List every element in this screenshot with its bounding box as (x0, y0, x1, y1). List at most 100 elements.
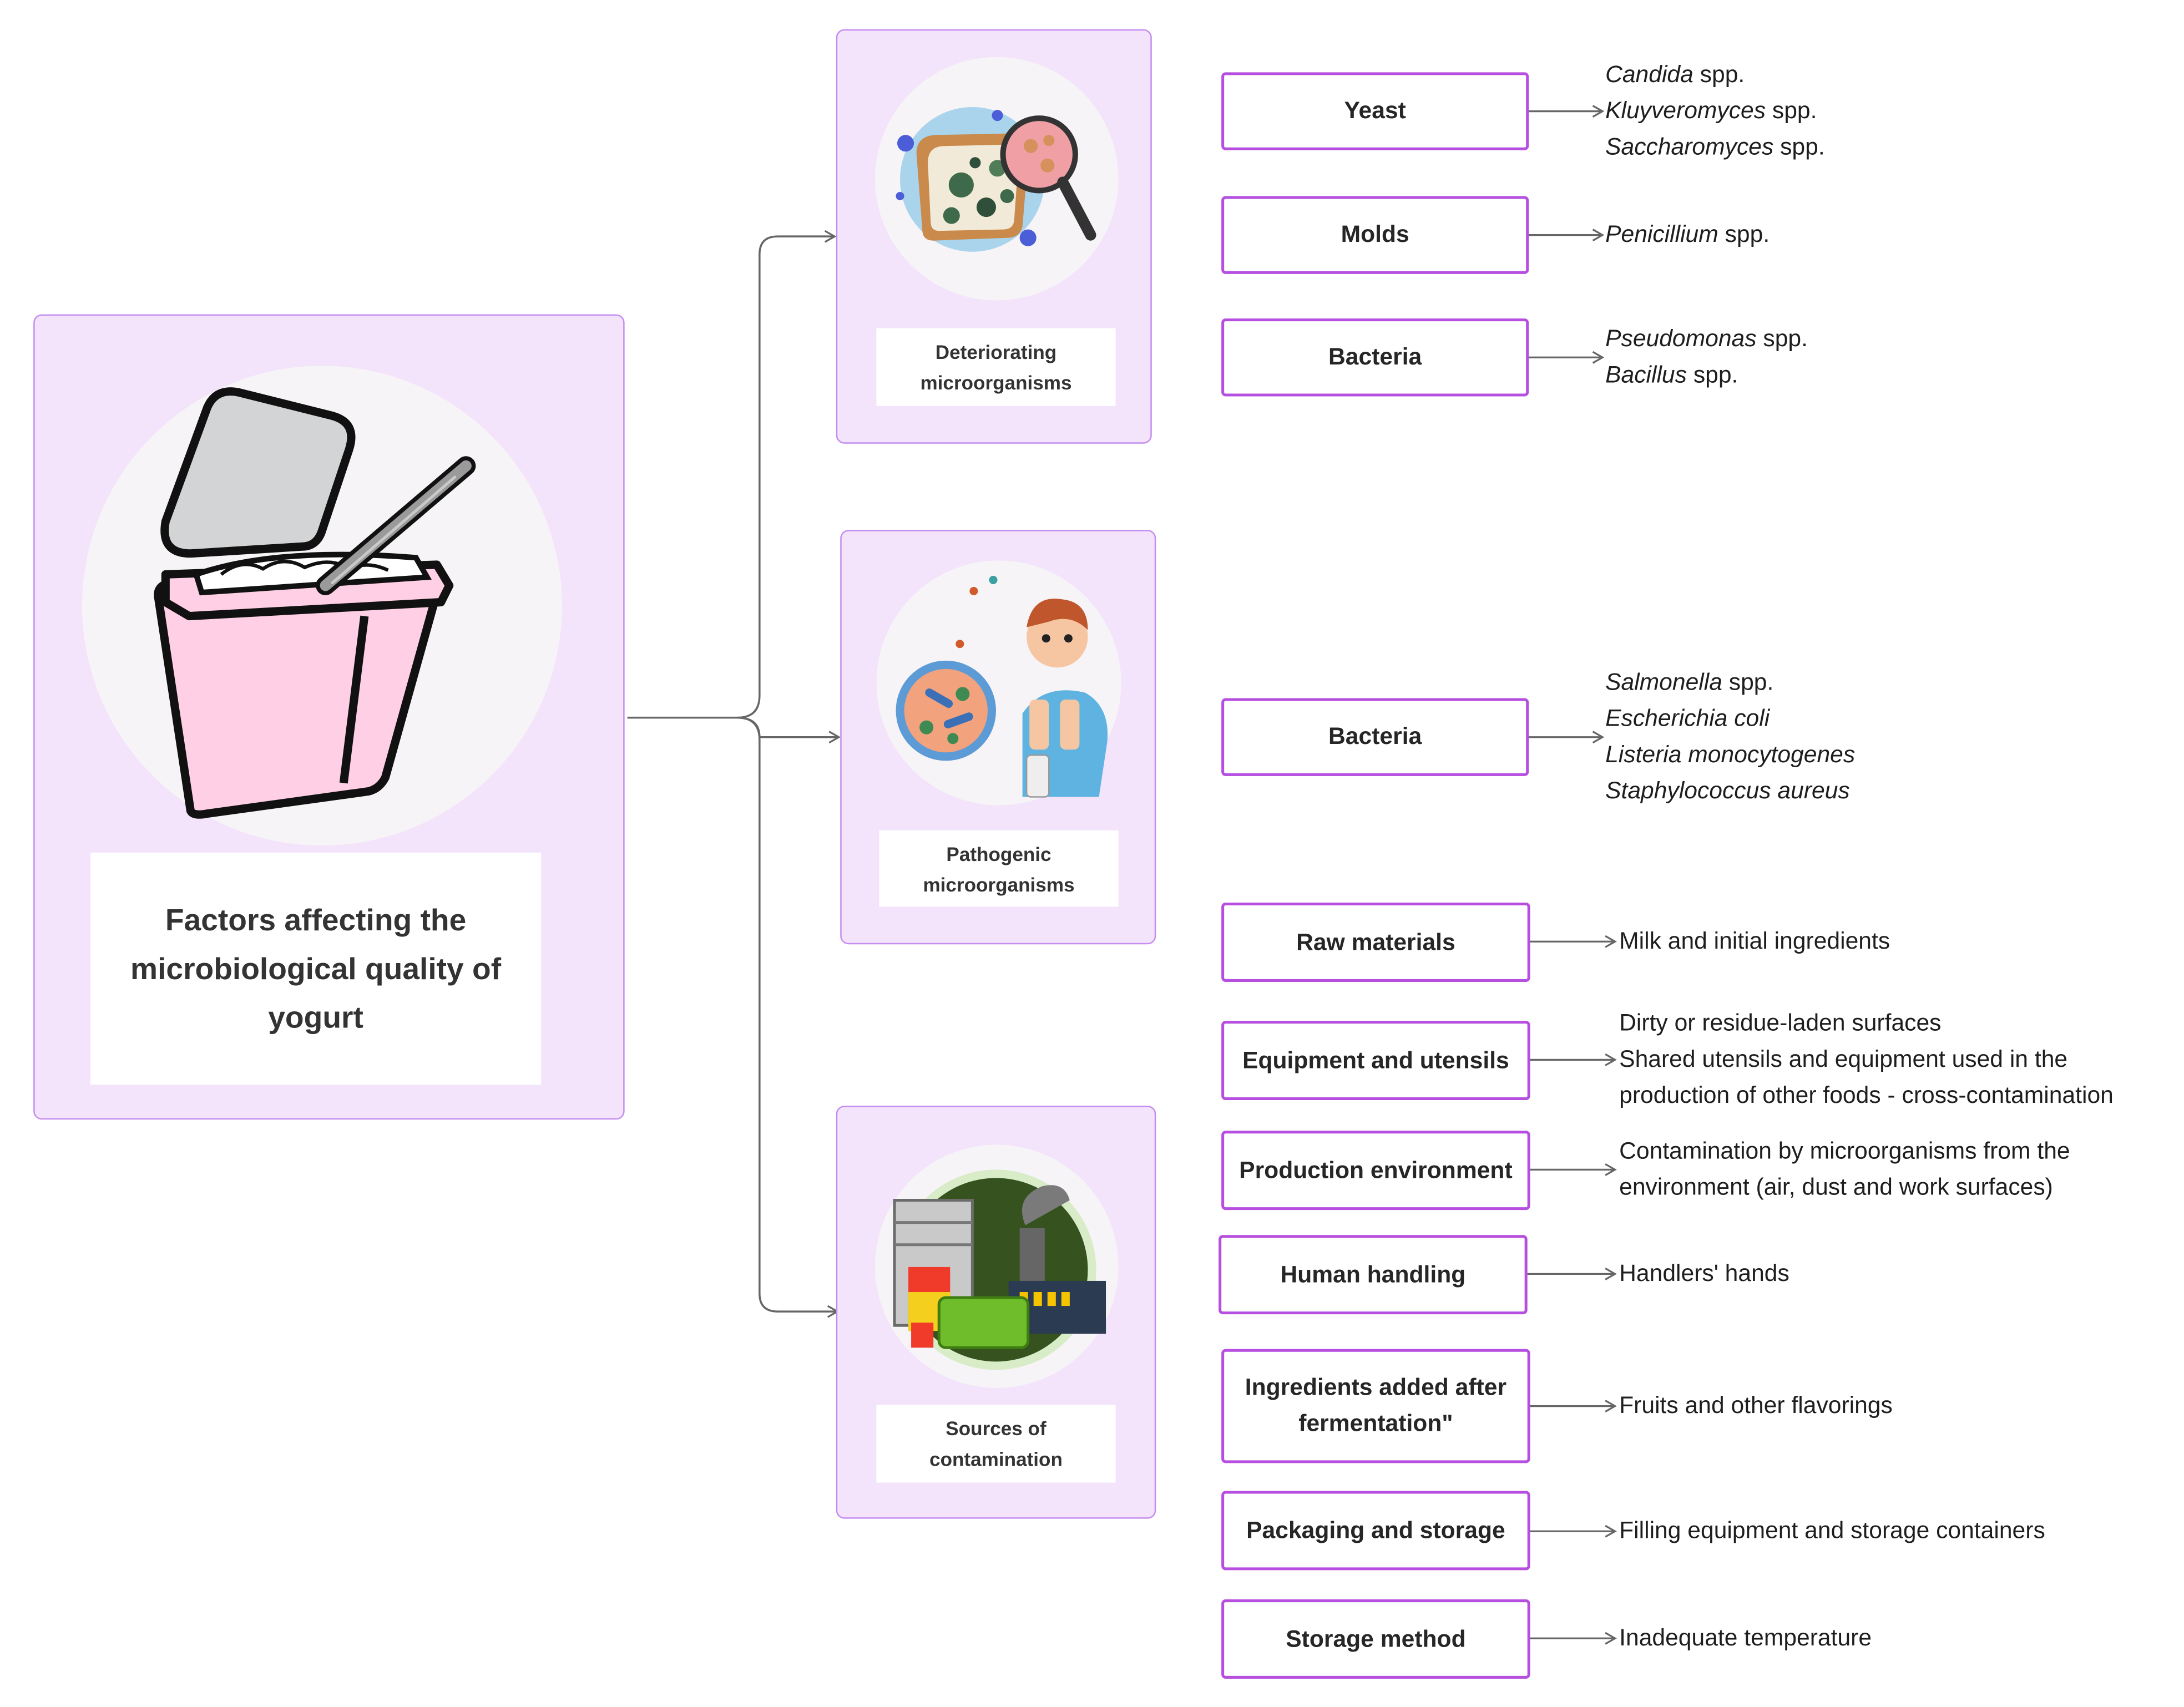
species-suffix: spp. (1756, 325, 1808, 352)
species-name: Penicillium (1605, 221, 1718, 248)
group-box-raw-materials: Raw materials (1221, 903, 1530, 982)
group-box-storage-method: Storage method (1221, 1599, 1530, 1679)
species-name: Listeria monocytogenes (1605, 741, 1856, 768)
main-title-line-3: yogurt (268, 1000, 363, 1035)
detail-item: Kluyveromyces spp. (1605, 93, 1825, 129)
main-panel: Factors affecting the microbiological qu… (33, 314, 625, 1120)
species-name: Escherichia coli (1605, 705, 1770, 732)
detail-list-raw-materials: Milk and initial ingredients (1619, 924, 1890, 960)
group-box-molds: Molds (1221, 196, 1529, 274)
group-box-packaging-storage: Packaging and storage (1221, 1491, 1530, 1571)
sources-caption-line-2: contamination (929, 1447, 1063, 1470)
pathogenic-caption-line-1: Pathogenic (946, 842, 1051, 865)
species-suffix: spp. (1722, 668, 1774, 696)
detail-item: Filling equipment and storage containers (1619, 1517, 2045, 1544)
species-name: Pseudomonas (1605, 325, 1757, 352)
category-panel-deteriorating: Deteriorating microorganisms (836, 29, 1152, 444)
group-box-yeast: Yeast (1221, 72, 1529, 150)
main-title-box: Factors affecting the microbiological qu… (90, 852, 542, 1085)
main-title-line-1: Factors affecting the (165, 903, 467, 938)
detail-item: Dirty or residue-laden surfaces (1619, 1010, 1942, 1036)
species-name: Staphylococcus aureus (1605, 777, 1850, 804)
detail-item: Saccharomyces spp. (1605, 129, 1825, 165)
detail-list-molds: Penicillium spp. (1605, 217, 1770, 253)
species-suffix: spp. (1773, 133, 1825, 160)
species-suffix: spp. (1686, 361, 1738, 388)
mold-magnifier-icon (896, 107, 1096, 252)
detail-list-deteriorating-bacteria: Pseudomonas spp. Bacillus spp. (1605, 321, 1808, 393)
main-title-line-2: microbiological quality of (130, 951, 502, 986)
species-suffix: spp. (1718, 221, 1770, 248)
detail-item: environment (air, dust and work surfaces… (1619, 1173, 2053, 1201)
species-name: Kluyveromyces (1605, 97, 1766, 124)
group-label: Storage method (1286, 1625, 1466, 1652)
sick-person-bacteria-icon (896, 575, 1108, 798)
deteriorating-caption: Deteriorating microorganisms (876, 328, 1116, 407)
group-label-line-2: fermentation" (1298, 1410, 1453, 1437)
group-label: Yeast (1344, 97, 1406, 124)
group-box-pathogenic-bacteria: Bacteria (1221, 698, 1529, 776)
detail-item: Shared utensils and equipment used in th… (1619, 1046, 2068, 1072)
group-box-ingredients-after-fermentation: Ingredients added after fermentation" (1221, 1349, 1530, 1463)
sources-icon-circle (874, 1144, 1119, 1388)
group-label: Bacteria (1328, 723, 1422, 750)
deteriorating-caption-line-2: microorganisms (920, 371, 1072, 394)
tree-connectors (627, 230, 841, 1318)
group-label: Human handling (1280, 1260, 1466, 1288)
detail-item: Inadequate temperature (1619, 1624, 1872, 1651)
species-suffix: spp. (1693, 61, 1745, 88)
group-box-human-handling: Human handling (1219, 1235, 1528, 1315)
yogurt-cup-icon (154, 387, 476, 819)
group-label: Packaging and storage (1246, 1516, 1505, 1543)
detail-item: Penicillium spp. (1605, 217, 1770, 253)
detail-item: Escherichia coli (1605, 701, 1855, 737)
group-label: Bacteria (1328, 343, 1422, 370)
pathogenic-caption: Pathogenic microorganisms (879, 830, 1119, 907)
detail-item: production of other foods - cross-contam… (1619, 1082, 2114, 1109)
detail-arrows (1527, 105, 1617, 1645)
species-name: Salmonella (1605, 668, 1722, 696)
group-label: Production environment (1239, 1156, 1513, 1183)
group-box-equipment-utensils: Equipment and utensils (1221, 1021, 1530, 1101)
detail-item: Staphylococcus aureus (1605, 773, 1855, 809)
species-name: Saccharomyces (1605, 133, 1774, 160)
species-suffix: spp. (1766, 97, 1817, 124)
group-box-production-environment: Production environment (1221, 1131, 1530, 1210)
group-label: Equipment and utensils (1242, 1046, 1509, 1073)
category-panel-sources: Sources of contamination (836, 1106, 1156, 1519)
detail-list-ingredients-after-fermentation: Fruits and other flavorings (1619, 1388, 1893, 1424)
detail-list-human-handling: Handlers' hands (1619, 1256, 1789, 1292)
detail-item: Pseudomonas spp. (1605, 321, 1808, 357)
species-name: Candida (1605, 61, 1693, 88)
detail-item: Listeria monocytogenes (1605, 737, 1855, 773)
detail-list-pathogenic-bacteria: Salmonella spp. Escherichia coli Listeri… (1605, 665, 1855, 809)
detail-list-packaging-storage: Filling equipment and storage containers (1619, 1513, 2045, 1549)
detail-list-production-environment: Contamination by microorganisms from the… (1619, 1133, 2070, 1205)
deteriorating-icon-circle (874, 57, 1119, 301)
detail-item: Bacillus spp. (1605, 357, 1808, 393)
pathogenic-icon-circle (876, 560, 1121, 806)
detail-list-storage-method: Inadequate temperature (1619, 1620, 1872, 1657)
detail-item: Handlers' hands (1619, 1260, 1789, 1286)
category-panel-pathogenic: Pathogenic microorganisms (840, 530, 1156, 945)
factory-contamination-icon (893, 1169, 1106, 1370)
detail-item: Salmonella spp. (1605, 665, 1855, 701)
group-box-deteriorating-bacteria: Bacteria (1221, 318, 1529, 397)
detail-list-yeast: Candida spp. Kluyveromyces spp. Saccharo… (1605, 57, 1825, 166)
deteriorating-caption-line-1: Deteriorating (935, 341, 1057, 363)
main-icon-circle (82, 366, 562, 846)
detail-item: Fruits and other flavorings (1619, 1392, 1893, 1419)
pathogenic-caption-line-2: microorganisms (923, 873, 1075, 895)
sources-caption-line-1: Sources of (946, 1417, 1046, 1440)
group-label: Raw materials (1296, 928, 1455, 955)
detail-item: Milk and initial ingredients (1619, 928, 1890, 954)
detail-list-equipment-utensils: Dirty or residue-laden surfaces Shared u… (1619, 1006, 2114, 1115)
species-name: Bacillus (1605, 361, 1687, 388)
group-label: Molds (1341, 221, 1409, 248)
detail-item: Contamination by microorganisms from the (1619, 1137, 2070, 1164)
sources-caption: Sources of contamination (876, 1405, 1116, 1483)
detail-item: Candida spp. (1605, 57, 1825, 93)
group-label-line-1: Ingredients added after (1245, 1374, 1507, 1401)
